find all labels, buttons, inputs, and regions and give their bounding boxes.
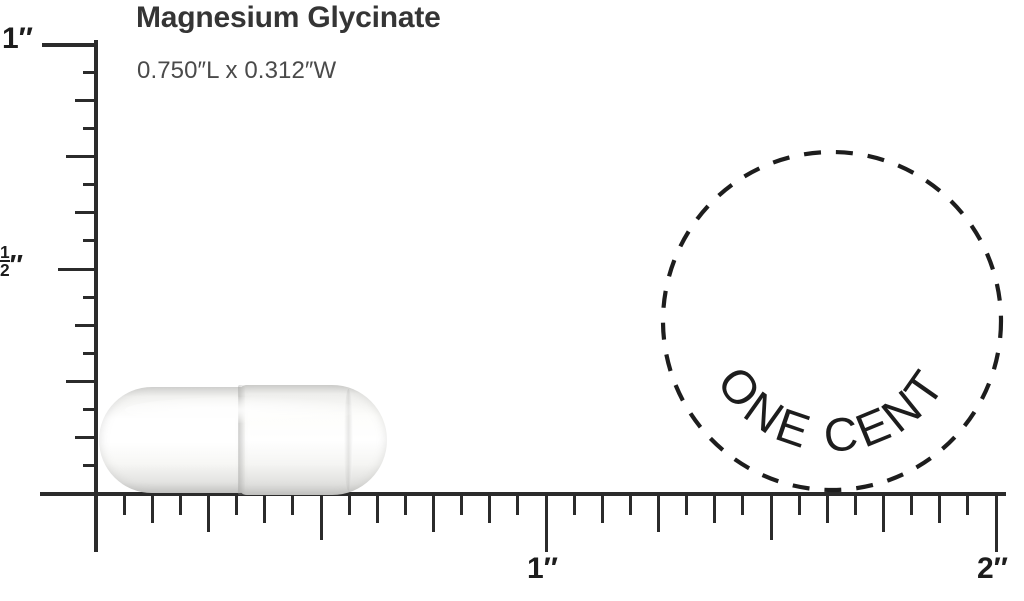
ruler-tick (58, 267, 98, 271)
ruler-tick (75, 98, 98, 102)
ruler-tick (685, 496, 689, 515)
ruler-tick (319, 496, 323, 540)
vertical-ruler-label-half-in: 1 2 ″ (0, 243, 23, 281)
inch-prime-symbol: ″ (9, 249, 23, 281)
reference-coin-penny: ONE CENT (660, 149, 1004, 493)
ruler-tick (516, 496, 520, 515)
capsule-body (99, 387, 246, 493)
capsule-pill (99, 385, 387, 495)
ruler-tick (797, 496, 801, 515)
fraction-one-half: 1 2 (0, 242, 10, 281)
ruler-tick (853, 496, 857, 515)
page-title: Magnesium Glycinate (136, 1, 441, 34)
ruler-tick (657, 496, 660, 532)
capsule-seam (238, 385, 245, 495)
ruler-tick (628, 496, 632, 515)
ruler-tick (42, 42, 98, 47)
ruler-tick (263, 496, 267, 523)
ruler-tick (66, 380, 98, 383)
ruler-tick (75, 211, 98, 215)
ruler-tick (713, 496, 717, 523)
ruler-tick (235, 496, 239, 515)
horizontal-ruler-axis (40, 492, 1006, 496)
ruler-tick (75, 436, 98, 440)
ruler-tick (741, 496, 745, 515)
ruler-tick (291, 496, 295, 515)
fraction-denominator: 2 (0, 260, 10, 281)
product-dimensions: 0.750″L x 0.312″W (137, 57, 337, 84)
capsule-cap (239, 385, 387, 495)
capsule-ring (344, 389, 353, 491)
ruler-tick (83, 295, 98, 299)
ruler-tick (75, 323, 98, 327)
ruler-tick (94, 496, 98, 552)
fraction-numerator: 1 (0, 242, 10, 262)
ruler-tick (938, 496, 942, 523)
ruler-tick (83, 70, 98, 74)
ruler-tick (600, 496, 604, 523)
ruler-tick (403, 496, 407, 515)
ruler-tick (432, 496, 435, 532)
ruler-tick (150, 496, 154, 523)
coin-legend-text: ONE CENT (707, 356, 956, 462)
ruler-tick (966, 496, 970, 515)
ruler-tick (825, 496, 829, 523)
ruler-tick (83, 239, 98, 243)
ruler-tick (769, 496, 773, 540)
horizontal-ruler-label-2in: 2″ (977, 552, 1009, 585)
ruler-tick (83, 126, 98, 130)
ruler-tick (207, 496, 210, 532)
ruler-tick (178, 496, 182, 515)
ruler-tick (83, 408, 98, 412)
ruler-tick (488, 496, 492, 523)
ruler-tick (882, 496, 885, 532)
ruler-tick (83, 464, 98, 468)
ruler-tick (347, 496, 351, 515)
vertical-ruler-label-1in: 1″ (2, 22, 34, 55)
ruler-tick (544, 496, 548, 552)
ruler-tick (460, 496, 464, 515)
ruler-tick (83, 351, 98, 355)
ruler-tick (122, 496, 126, 515)
ruler-tick (375, 496, 379, 523)
ruler-tick (994, 496, 998, 552)
ruler-tick (572, 496, 576, 515)
ruler-tick (83, 183, 98, 187)
ruler-tick (910, 496, 914, 515)
coin-dashed-outline (660, 149, 1004, 493)
horizontal-ruler-label-1in: 1″ (527, 552, 559, 585)
ruler-tick (66, 155, 98, 158)
